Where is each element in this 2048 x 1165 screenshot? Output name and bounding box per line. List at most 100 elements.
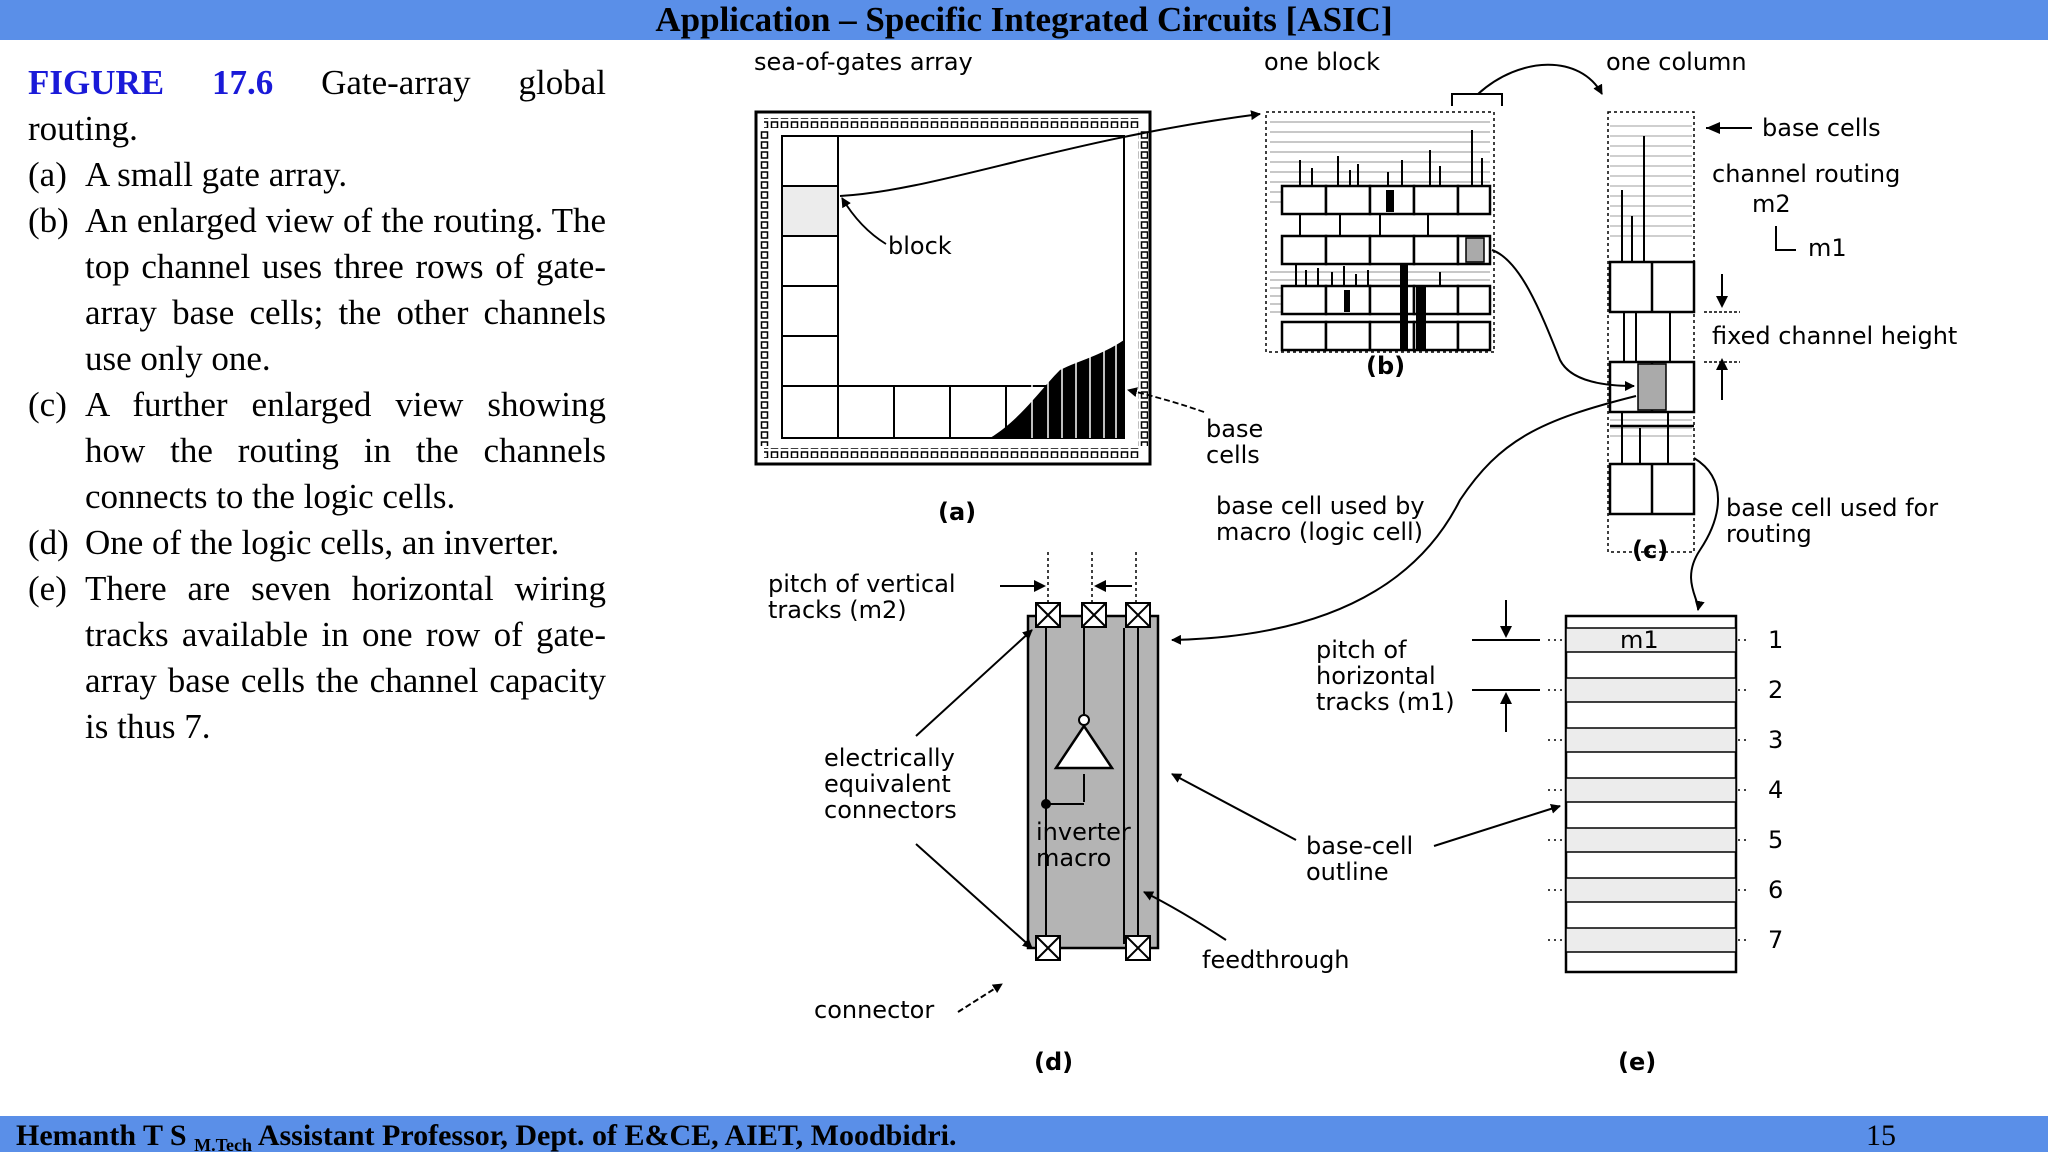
track-strips <box>1565 627 1737 953</box>
routing-label-1: base cell used for <box>1726 494 1938 522</box>
panel-c-title: one column <box>1606 48 1747 76</box>
track-3: 3 <box>1768 726 1783 754</box>
macro-label-2: macro (logic cell) <box>1216 518 1423 546</box>
panel-e-label: (e) <box>1618 1048 1656 1076</box>
outline-label-2: outline <box>1306 858 1389 886</box>
track-5: 5 <box>1768 826 1783 854</box>
pitch-horizontal-label-3: tracks (m1) <box>1316 688 1455 716</box>
block-to-column-arrow <box>1477 63 1603 95</box>
pad-column-right <box>1138 130 1148 446</box>
feedthrough-arrow <box>1143 891 1227 941</box>
pad-column-left <box>760 130 770 446</box>
connector-arrow <box>957 983 1003 1013</box>
base-cells-arrow <box>1127 387 1205 413</box>
outline-label-1: base-cell <box>1306 832 1413 860</box>
pad-row-top <box>764 118 1140 128</box>
figure-label: FIGURE 17.6 <box>28 63 274 102</box>
panel-d-label: (d) <box>1034 1048 1073 1076</box>
caption-heading: FIGURE 17.6 Gate-array global <box>28 60 606 106</box>
caption-item-d: (d)One of the logic cells, an inverter. <box>28 523 560 562</box>
track-7: 7 <box>1768 926 1783 954</box>
highlighted-block <box>781 185 839 237</box>
inverter-label-1: inverter <box>1036 818 1131 846</box>
routing-label-2: routing <box>1726 520 1812 548</box>
inverter-cell <box>1026 614 1160 950</box>
block-vertical-wires <box>1295 130 1483 286</box>
equivalent-label-1: electrically <box>824 744 955 772</box>
block-column <box>781 135 839 387</box>
caption-title-line2: routing. <box>28 109 138 148</box>
block-to-b-arrow <box>839 110 1261 197</box>
feedthrough-label: feedthrough <box>1202 946 1350 974</box>
title-bar: Application – Specific Integrated Circui… <box>0 0 2048 40</box>
pitch-vertical-label-1: pitch of vertical <box>768 570 956 598</box>
m1-m2-axes <box>1775 226 1796 251</box>
pitch-guides <box>1047 552 1137 604</box>
macro-base-cell <box>1637 363 1667 411</box>
block-label: block <box>888 232 952 260</box>
m1-label-e: m1 <box>1620 626 1659 654</box>
slide-title: Application – Specific Integrated Circui… <box>655 0 1393 39</box>
inverter-bubble <box>1078 714 1090 726</box>
figure-svg: sea-of-gates array <box>754 48 1957 1076</box>
connector-label: connector <box>814 996 934 1024</box>
inverter-label-2: macro <box>1036 844 1111 872</box>
author-affiliation: Assistant Professor, Dept. of E&CE, AIET… <box>257 1119 957 1152</box>
inverter-symbol <box>1053 723 1115 770</box>
track-leaders <box>1548 639 1750 941</box>
base-cells-label: base cells <box>1762 114 1881 142</box>
equivalent-label-3: connectors <box>824 796 957 824</box>
equivalent-arrow-top <box>915 629 1033 737</box>
panel-b-title: one block <box>1264 48 1380 76</box>
connector-junction <box>1041 799 1051 809</box>
inverter-wires <box>1045 628 1139 944</box>
pitch-vertical-label-2: tracks (m2) <box>768 596 907 624</box>
pitch-horizontal-label-2: horizontal <box>1316 662 1436 690</box>
m1-label-c: m1 <box>1808 234 1847 262</box>
page-number: 15 <box>1866 1119 1896 1152</box>
selected-column-cell <box>1465 237 1485 263</box>
outline-arrow-e <box>1433 803 1561 847</box>
panel-c: one column <box>1606 48 1957 564</box>
base-cells-label-2: cells <box>1206 441 1260 469</box>
footer-bar: Hemanth T S M.Tech Assistant Professor, … <box>0 1116 2048 1155</box>
footer-author: Hemanth T S M.Tech Assistant Professor, … <box>16 1119 957 1155</box>
macro-to-d-arrow <box>1171 395 1637 645</box>
one-block-bracket <box>1451 93 1503 106</box>
gate-array-routing-figure: sea-of-gates array <box>740 40 2040 1112</box>
bottom-connectors <box>1035 935 1151 961</box>
panel-a-title: sea-of-gates array <box>754 48 973 76</box>
m2-label: m2 <box>1752 190 1791 218</box>
caption-item-a: (a)A small gate array. <box>28 155 348 194</box>
figure-caption: FIGURE 17.6 Gate-array global routing. (… <box>28 60 606 750</box>
track-6: 6 <box>1768 876 1783 904</box>
panel-a-label: (a) <box>938 498 976 526</box>
panel-d: pitch of vertical tracks (m2) electrical… <box>768 552 1561 1076</box>
caption-item-c: (c)A further enlarged view showing how t… <box>28 385 606 516</box>
author-degree: M.Tech <box>194 1135 252 1155</box>
caption-title-line1: Gate-array global <box>321 63 606 102</box>
macro-label-1: base cell used by <box>1216 492 1425 520</box>
pad-row-bottom <box>764 448 1140 458</box>
fixed-height-label: fixed channel height <box>1712 322 1957 350</box>
equivalent-label-2: equivalent <box>824 770 951 798</box>
b-to-c-arrow <box>1491 249 1635 391</box>
caption-item-b: (b)An enlarged view of the routing. The … <box>28 201 606 378</box>
equivalent-arrow-bottom <box>915 843 1033 949</box>
panel-b: one block <box>1264 48 1503 380</box>
track-2: 2 <box>1768 676 1783 704</box>
track-4: 4 <box>1768 776 1783 804</box>
column-vertical-wires <box>1621 136 1671 464</box>
base-cells-label-1: base <box>1206 415 1263 443</box>
caption-item-e: (e)There are seven horizontal wiring tra… <box>28 569 606 746</box>
outline-arrow-d <box>1171 773 1297 841</box>
panel-c-label: (c) <box>1632 536 1668 564</box>
routing-cell-arrow <box>1690 457 1719 611</box>
pitch-horizontal-label-1: pitch of <box>1316 636 1407 664</box>
channel-routing-label: channel routing <box>1712 160 1900 188</box>
block-arrow <box>841 197 887 245</box>
track-1: 1 <box>1768 626 1783 654</box>
panel-e: m1 1 2 3 4 5 6 7 pitch of horizontal tra… <box>1316 600 1783 1076</box>
panel-a: sea-of-gates array <box>754 48 1263 526</box>
routing-gaps <box>1031 344 1117 438</box>
